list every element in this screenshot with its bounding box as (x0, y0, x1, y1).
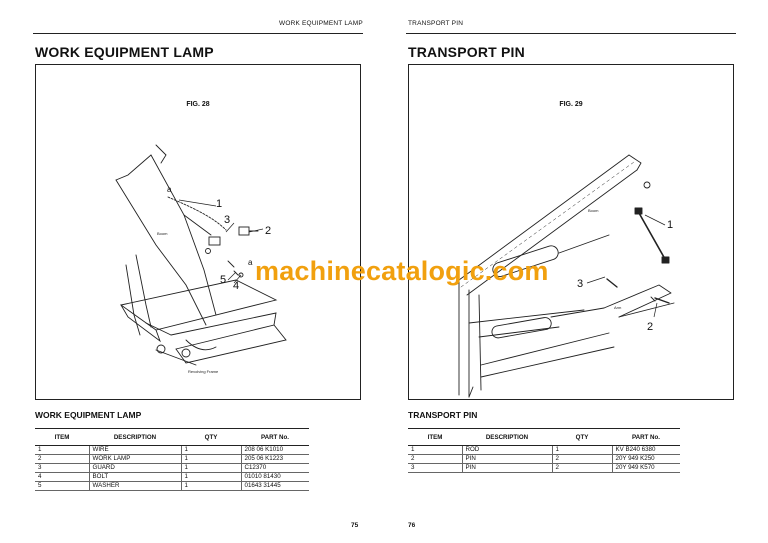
cell-part-no: 20Y 949 K250 (611, 454, 680, 464)
figure-29-box: FIG. 29 (408, 64, 734, 400)
cell-part-no: 01643 31445 (240, 481, 309, 491)
table-row: 1 ROD 1 KV B240 6380 (408, 445, 680, 455)
table-row: 1 WIRE 1 208 06 K1010 (35, 445, 309, 455)
cell-item: 1 (408, 445, 462, 455)
cell-item: 5 (35, 481, 89, 491)
cell-description: WASHER (88, 481, 181, 491)
page-number: 75 (351, 522, 359, 529)
cell-part-no: 20Y 949 K570 (611, 463, 680, 473)
cell-description: WORK LAMP (88, 454, 181, 464)
cell-qty: 1 (551, 445, 612, 455)
column-header-qty: QTY (552, 428, 612, 446)
column-header-description: DESCRIPTION (462, 428, 552, 446)
table-row: 3 GUARD 1 C12370 (35, 463, 309, 473)
table-row: 5 WASHER 1 01643 31445 (35, 481, 309, 491)
column-header-item: ITEM (408, 428, 462, 446)
cell-qty: 1 (180, 463, 241, 473)
frame-label: Revolving Frame (188, 369, 219, 374)
table-title: WORK EQUIPMENT LAMP (35, 410, 142, 420)
column-header-description: DESCRIPTION (89, 428, 181, 446)
callout-1: 1 (667, 219, 673, 231)
work-lamp-illustration: 1 2 3 4 5 a a Boom Revolving Frame (115, 144, 287, 374)
cell-part-no: 205 06 K1223 (240, 454, 309, 464)
callout-3: 3 (224, 214, 230, 226)
label-a-bottom: a (248, 258, 253, 267)
page-title: TRANSPORT PIN (408, 44, 525, 60)
parts-table: ITEM DESCRIPTION QTY PART No. 1 WIRE 1 2… (35, 428, 309, 491)
callout-1: 1 (216, 198, 222, 210)
cell-qty: 1 (180, 454, 241, 464)
callout-4: 4 (233, 280, 239, 292)
callout-2: 2 (265, 225, 271, 237)
cell-item: 1 (35, 445, 89, 455)
parts-table: ITEM DESCRIPTION QTY PART No. 1 ROD 1 KV… (408, 428, 680, 473)
cell-item: 3 (408, 463, 462, 473)
header-rule (406, 33, 736, 34)
boom-label: Boom (588, 208, 599, 213)
transport-pin-illustration: 1 2 3 Boom Arm (458, 154, 675, 398)
cell-item: 3 (35, 463, 89, 473)
column-header-item: ITEM (35, 428, 89, 446)
table-row: 4 BOLT 1 01010 81430 (35, 472, 309, 482)
callout-3: 3 (577, 278, 583, 290)
cell-description: PIN (461, 454, 552, 464)
watermark: machinecatalogic.com (255, 256, 549, 286)
table-row: 2 WORK LAMP 1 205 06 K1223 (35, 454, 309, 464)
callout-5: 5 (220, 274, 226, 286)
running-head: TRANSPORT PIN (408, 20, 464, 27)
table-title: TRANSPORT PIN (408, 410, 478, 420)
cell-item: 2 (35, 454, 89, 464)
cell-qty: 1 (180, 481, 241, 491)
cell-description: PIN (461, 463, 552, 473)
cell-part-no: C12370 (240, 463, 309, 473)
callout-2: 2 (647, 321, 653, 333)
column-header-part-no: PART No. (612, 428, 680, 446)
boom-label: Boom (157, 231, 168, 236)
column-header-part-no: PART No. (241, 428, 309, 446)
table-header-row: ITEM DESCRIPTION QTY PART No. (408, 428, 680, 446)
running-head: WORK EQUIPMENT LAMP (279, 20, 363, 27)
figure-label: FIG. 29 (559, 101, 583, 108)
column-header-qty: QTY (181, 428, 241, 446)
arm-label: Arm (614, 305, 622, 310)
cell-part-no: KV B240 6380 (611, 445, 680, 455)
cell-qty: 1 (180, 445, 241, 455)
figure-label: FIG. 28 (186, 101, 210, 108)
header-rule (33, 33, 363, 34)
cell-description: GUARD (88, 463, 181, 473)
cell-item: 2 (408, 454, 462, 464)
right-page: TRANSPORT PIN TRANSPORT PIN FIG. 29 (384, 0, 768, 543)
figure-28-box: FIG. 28 (35, 64, 361, 400)
cell-part-no: 01010 81430 (240, 472, 309, 482)
table-header-row: ITEM DESCRIPTION QTY PART No. (35, 428, 309, 446)
cell-item: 4 (35, 472, 89, 482)
page-title: WORK EQUIPMENT LAMP (35, 44, 214, 60)
table-row: 3 PIN 2 20Y 949 K570 (408, 463, 680, 473)
cell-qty: 1 (180, 472, 241, 482)
cell-description: ROD (461, 445, 552, 455)
table-row: 2 PIN 2 20Y 949 K250 (408, 454, 680, 464)
page-number: 76 (408, 522, 416, 529)
cell-qty: 2 (551, 454, 612, 464)
cell-description: WIRE (88, 445, 181, 455)
cell-qty: 2 (551, 463, 612, 473)
cell-part-no: 208 06 K1010 (240, 445, 309, 455)
cell-description: BOLT (88, 472, 181, 482)
label-a-top: a (167, 185, 172, 194)
left-page: WORK EQUIPMENT LAMP WORK EQUIPMENT LAMP … (33, 20, 363, 529)
